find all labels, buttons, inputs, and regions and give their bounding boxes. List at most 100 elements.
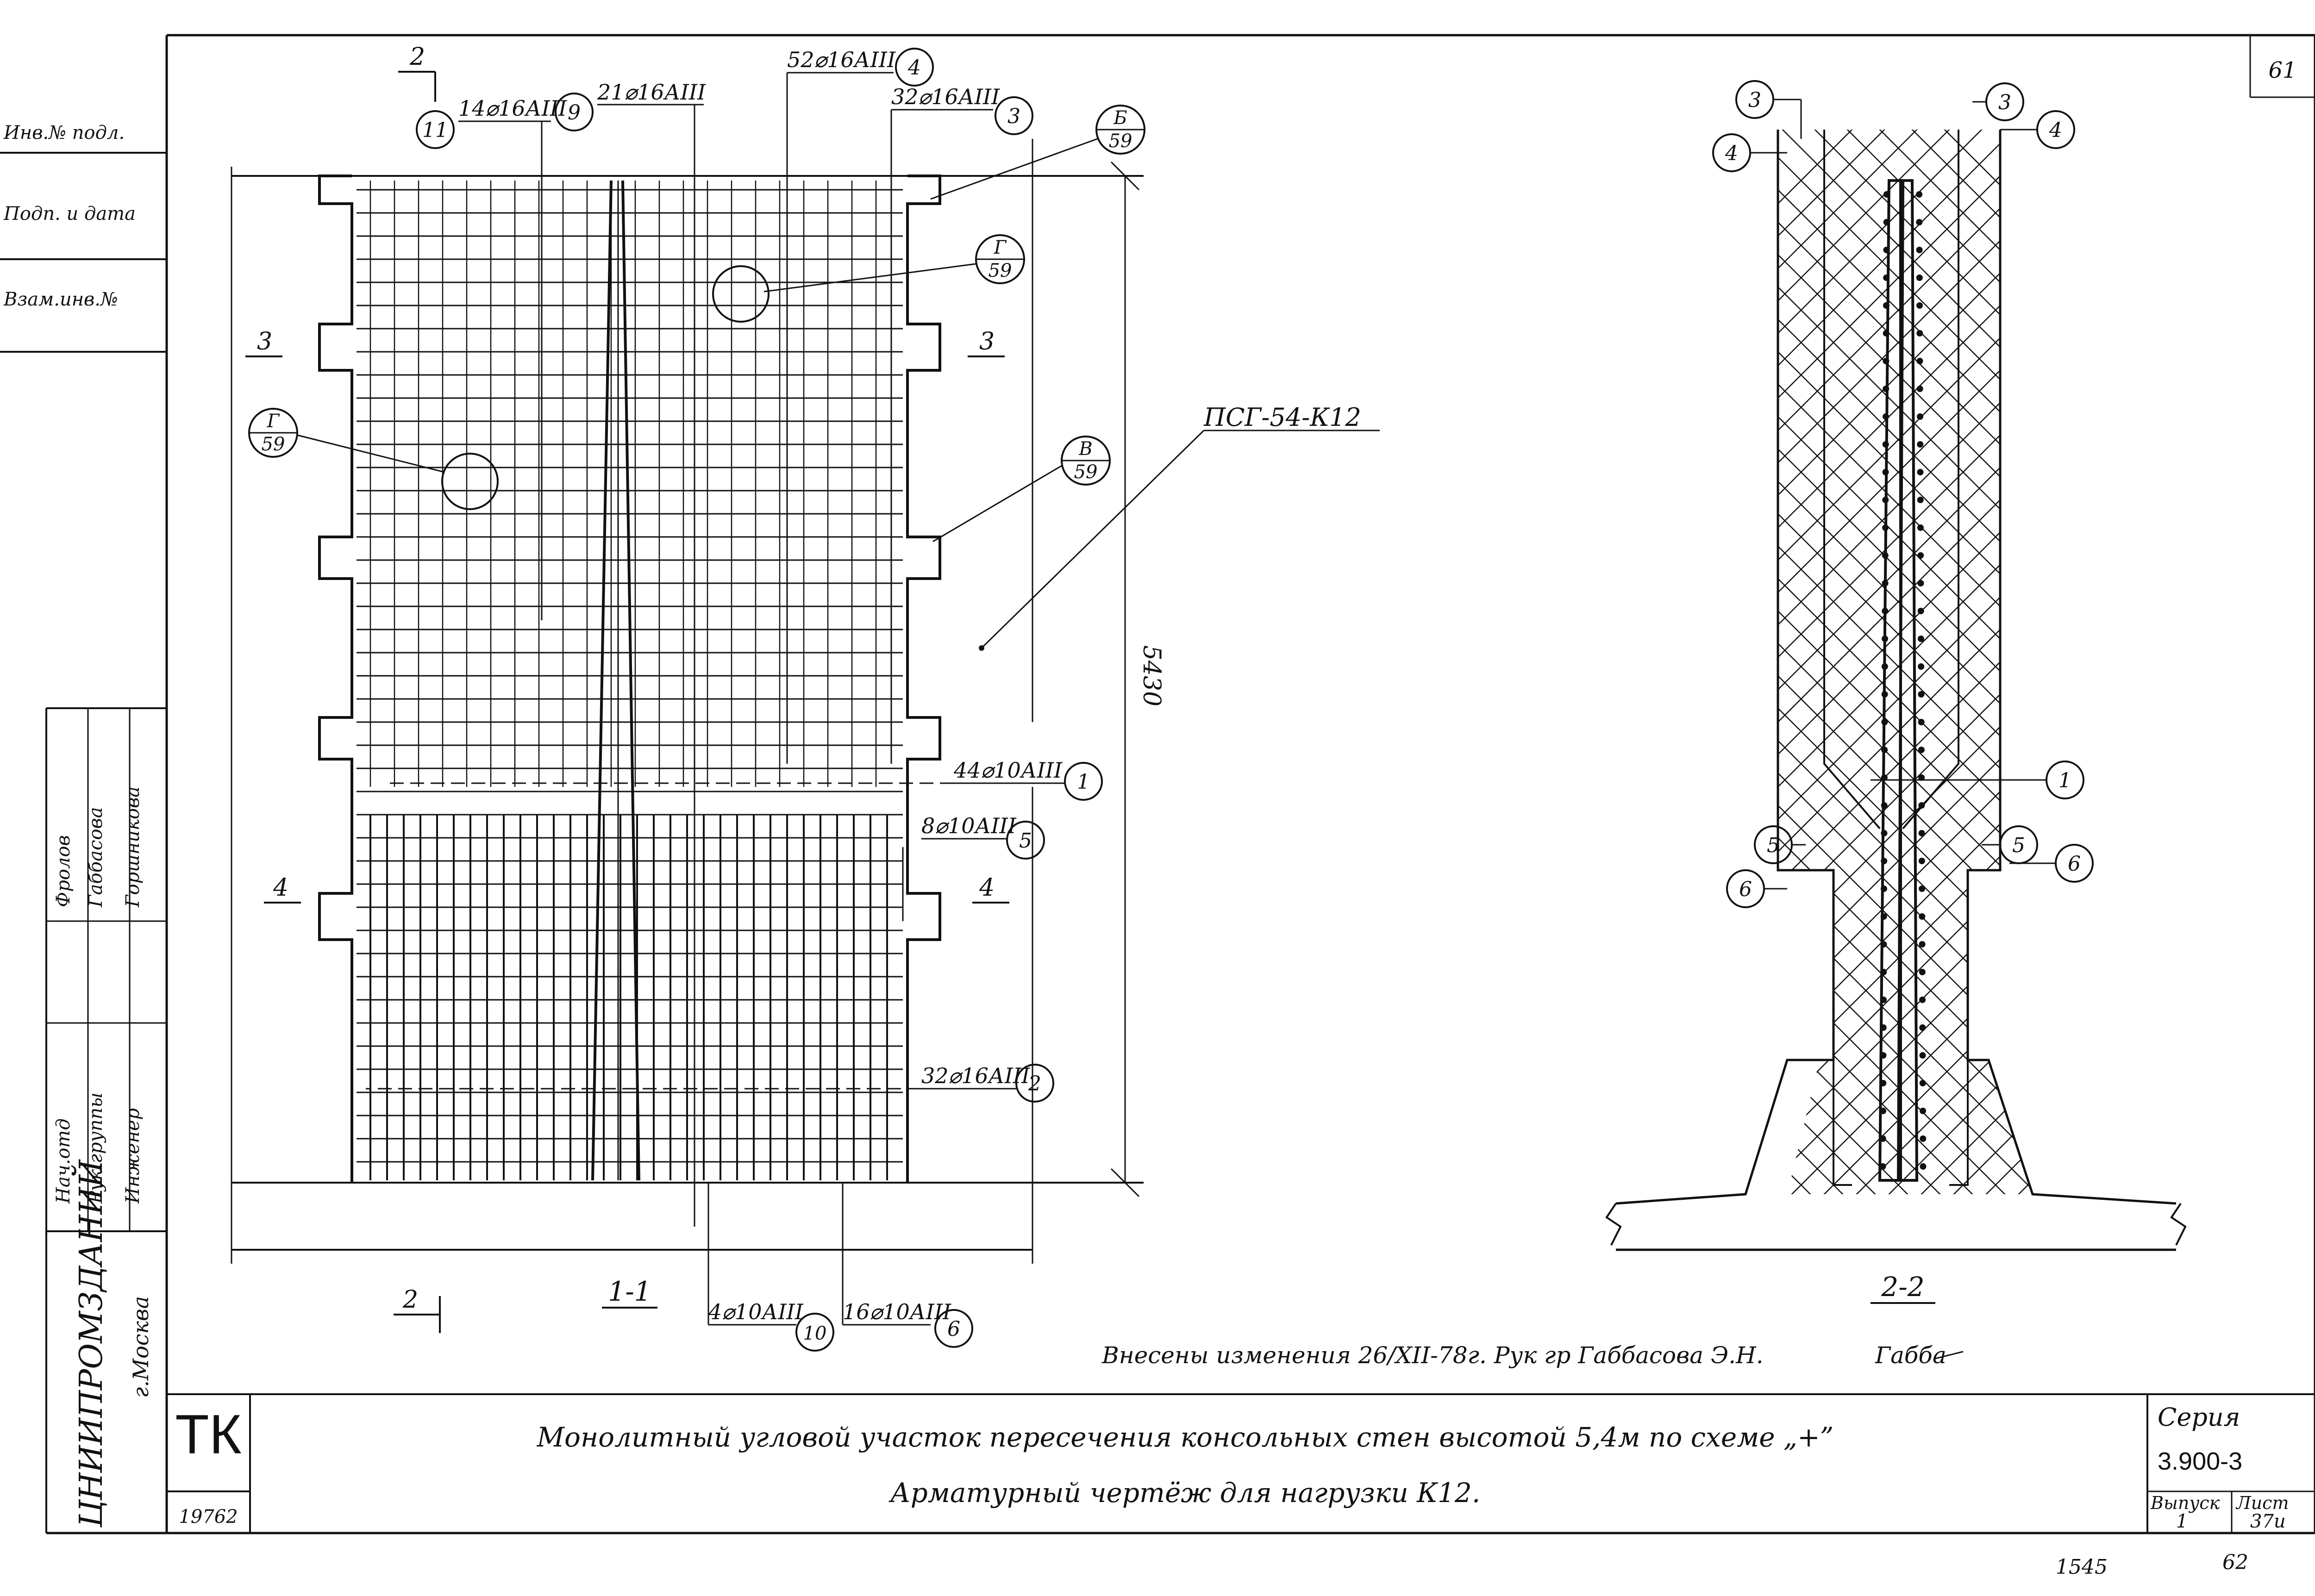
- hatch-line-left: [1778, 130, 2033, 223]
- rebar-dot: [1883, 386, 1890, 392]
- rebar-dot: [1918, 691, 1925, 698]
- rebar-dot: [1881, 802, 1888, 809]
- stamp-name-head: Фролов: [53, 835, 74, 907]
- detail-g2-sheet: 59: [262, 434, 285, 455]
- detail-v-sheet: 59: [1074, 461, 1098, 483]
- stamp-name-engineer: Горшникова: [122, 786, 144, 908]
- central-rebar: [621, 180, 640, 1181]
- rebar-label-2: 32⌀16АIII: [921, 1063, 1030, 1088]
- rebar-dot: [1881, 719, 1888, 725]
- rebar-dot: [1918, 858, 1925, 864]
- detail-b-sheet: 59: [1109, 131, 1132, 152]
- rebar-dot: [1916, 247, 1923, 253]
- rebar-dot: [1882, 580, 1889, 586]
- stamp-role-lead: Рук.группы: [85, 1092, 106, 1204]
- org-mark: ТК: [175, 1403, 241, 1465]
- change-note: Внесены изменения 26/XII-78г. Рук гр Габ…: [1101, 1342, 1764, 1369]
- rebar-label-10: 4⌀10АIII: [708, 1299, 804, 1324]
- rebar-dot: [1880, 913, 1887, 920]
- rebar-dot: [1917, 413, 1923, 420]
- rebar-dot: [1881, 663, 1888, 670]
- detail-v-letter: В: [1078, 438, 1092, 460]
- rebar-dot: [1883, 413, 1889, 420]
- marker-1: 1: [1077, 770, 1090, 794]
- rebar-callouts: 11 14⌀16АIII 9 21⌀16АIII 52⌀16АIII 4 32⌀…: [248, 47, 1145, 1352]
- hatch-line-left: [1778, 624, 2033, 903]
- rebar-dot: [1916, 358, 1923, 364]
- hatch-line-left: [1778, 365, 2033, 644]
- hatch-line-left: [1778, 1046, 2033, 1194]
- rebar-dot: [1918, 830, 1925, 836]
- marker-10: 10: [803, 1323, 827, 1344]
- rebar-dot: [1883, 274, 1890, 281]
- elevation-section-label: 1-1: [608, 1276, 651, 1307]
- rebar-dot: [1883, 219, 1890, 225]
- rebar-dot: [1916, 191, 1923, 198]
- profile-marker-1: 1: [2058, 769, 2071, 792]
- hatch-line-left: [1778, 333, 2033, 611]
- hatch-line-left: [1778, 1143, 2033, 1194]
- cut-4-left: 4: [273, 874, 288, 902]
- rebar-dot: [1919, 1052, 1926, 1059]
- rebar-dot: [1916, 274, 1923, 281]
- side-stamp: Инв.№ подл. Подп. и дата Взам.инв.№ Нач.…: [0, 122, 167, 1533]
- rebar-dot: [1882, 497, 1889, 503]
- rebar-dot: [1881, 747, 1888, 753]
- marker-2: 2: [1028, 1072, 1041, 1096]
- hatch-line-right: [1778, 1078, 2033, 1194]
- issue-label: Выпуск: [2150, 1493, 2220, 1513]
- hatch-line-left: [1778, 1175, 2033, 1194]
- rebar-label-11: 14⌀16АIII: [458, 96, 567, 121]
- hatch-line-left: [1778, 130, 2033, 287]
- rebar-dot: [1916, 302, 1923, 309]
- rebar-dot: [1880, 969, 1887, 975]
- profile-2-2: 3 4 3 4 1 5 6 5 6 2-2: [1605, 80, 2187, 1596]
- cut-3-left: 3: [257, 328, 272, 355]
- hatch-line-left: [1778, 171, 2033, 449]
- footer-right-code: 62: [2222, 1551, 2248, 1574]
- rebar-dot: [1880, 1024, 1887, 1031]
- rebar-dot: [1917, 552, 1924, 559]
- hatch-line-left: [1759, 1273, 2037, 1551]
- stamp-row-1: Инв.№ подл.: [3, 122, 125, 143]
- rebar-dot: [1881, 858, 1888, 864]
- hatch-line-left: [1778, 203, 2033, 482]
- stamp-organization: ЦНИИПРОМЗДАНИЙ: [72, 1159, 110, 1528]
- rebar-dots: [1879, 191, 1927, 1170]
- hatch-line-left: [1759, 1370, 2037, 1596]
- rebar-dot: [1880, 1080, 1887, 1086]
- detail-g2-letter: Г: [267, 411, 280, 432]
- profile-marker-4-right: 4: [2049, 118, 2062, 142]
- rebar-dot: [1882, 552, 1889, 559]
- rebar-label-6: 16⌀10АIII: [843, 1299, 951, 1324]
- detail-b-letter: Б: [1113, 107, 1127, 129]
- rebar-dot: [1917, 580, 1924, 586]
- rebar-dot: [1916, 386, 1923, 392]
- rebar-dot: [1918, 719, 1925, 725]
- rebar-dot: [1917, 441, 1924, 448]
- stamp-role-head: Нач.отд: [53, 1118, 74, 1204]
- hatch-line-left: [1778, 1078, 2033, 1194]
- rebar-dot: [1917, 524, 1924, 531]
- rebar-dot: [1882, 608, 1889, 614]
- profile-marker-4-left: 4: [1725, 142, 1738, 165]
- marker-6: 6: [947, 1317, 960, 1341]
- rebar-dot: [1918, 663, 1925, 670]
- title-line-1: Монолитный угловой участок пересечения к…: [537, 1421, 1834, 1453]
- rebar-dot: [1880, 997, 1887, 1003]
- hatch-line-right: [1759, 1273, 2037, 1551]
- cut-4-right: 4: [979, 874, 995, 902]
- rebar-dot: [1880, 885, 1887, 892]
- rebar-dot: [1918, 747, 1925, 753]
- stamp-row-2: Подп. и дата: [3, 203, 136, 224]
- rebar-label-5: 8⌀10АIII: [921, 813, 1017, 838]
- detail-g1-sheet: 59: [989, 260, 1012, 281]
- sheet-value: 37и: [2250, 1511, 2286, 1532]
- elevation-1-1: 5430 2 2 3 3 4 4 1-1 ПСГ-54-К12: [231, 43, 1380, 1333]
- hatch-line-left: [1778, 398, 2033, 676]
- rebar-dot: [1918, 802, 1925, 809]
- rebar-dot: [1916, 219, 1923, 225]
- hatch-line-left: [1778, 527, 2033, 806]
- profile-marker-3-right: 3: [1998, 91, 2011, 114]
- rebar-dot: [1920, 1108, 1926, 1114]
